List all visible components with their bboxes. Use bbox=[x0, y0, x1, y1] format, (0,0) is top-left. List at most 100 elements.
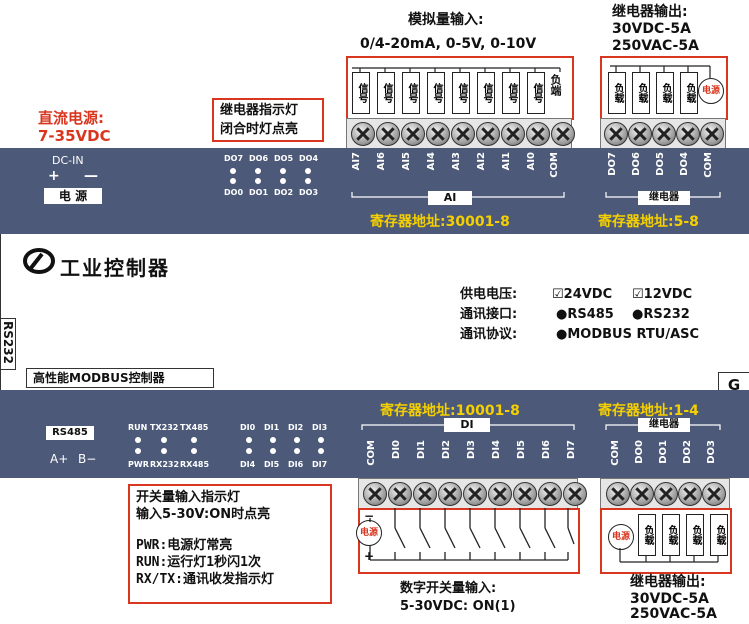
ai-terminal-screw[interactable] bbox=[351, 122, 375, 146]
relay-top-terminal-screw[interactable] bbox=[628, 122, 652, 146]
ai-channel-label: AI0 bbox=[526, 152, 537, 171]
relay-top-terminal-screw[interactable] bbox=[652, 122, 676, 146]
relay-bottom-terminal-screw[interactable] bbox=[630, 482, 654, 506]
status-label-rx232: RX232 bbox=[150, 460, 180, 469]
relay-top-terminal-screw[interactable] bbox=[676, 122, 700, 146]
relay-top-power-source: 电源 bbox=[698, 78, 724, 104]
di-channel-label: DI6 bbox=[541, 440, 552, 459]
comm-option-rs485: ●RS485 bbox=[556, 307, 614, 322]
led-di6 bbox=[294, 448, 300, 454]
led-di0 bbox=[246, 437, 252, 443]
ai-channel-label: AI2 bbox=[476, 152, 487, 171]
load-do7: 负载 bbox=[608, 72, 626, 114]
load-do1: 负载 bbox=[662, 514, 680, 556]
run-note: RUN:运行灯1秒闪1次 bbox=[136, 555, 261, 570]
relay-bottom-terminal-screw[interactable] bbox=[606, 482, 630, 506]
status-label-tx485: TX485 bbox=[180, 423, 209, 432]
signal-source-ai7: 信号 bbox=[352, 72, 370, 114]
signal-source-ai6: 信号 bbox=[377, 72, 395, 114]
status-note-box: 开关量输入指示灯 输入5-30V:ON时点亮 PWR:电源灯常亮 RUN:运行灯… bbox=[128, 484, 332, 604]
ai-terminal-screw[interactable] bbox=[476, 122, 500, 146]
ai-terminal-screw[interactable] bbox=[426, 122, 450, 146]
supply-option-12v-text: 12VDC bbox=[643, 287, 693, 302]
ai-terminal-screw[interactable] bbox=[501, 122, 525, 146]
relay-out-title-bottom: 继电器输出: bbox=[630, 574, 706, 590]
relay-out-spec2-top: 250VAC-5A bbox=[612, 38, 699, 54]
di-terminal-screw[interactable] bbox=[438, 482, 462, 506]
ai-terminal-screw[interactable] bbox=[551, 122, 575, 146]
led-label-do7: DO7 bbox=[224, 154, 244, 163]
ai-channel-label: AI1 bbox=[501, 152, 512, 171]
di-terminal-screw[interactable] bbox=[563, 482, 587, 506]
di-input-title: 数字开关量输入: bbox=[400, 581, 497, 596]
middle-band bbox=[0, 234, 749, 390]
ai-channel-label: AI6 bbox=[376, 152, 387, 171]
led-label-di0: DI0 bbox=[240, 423, 256, 432]
relay-out-spec2-bottom: 250VAC-5A bbox=[630, 606, 717, 622]
do-lower-channel-label: DO1 bbox=[658, 440, 669, 464]
ai-terminal-screw[interactable] bbox=[526, 122, 550, 146]
led-label-di2: DI2 bbox=[288, 423, 304, 432]
signal-source-ai0: 信号 bbox=[527, 72, 545, 114]
di-terminal-screw[interactable] bbox=[488, 482, 512, 506]
led-di7 bbox=[318, 448, 324, 454]
protocol-label: 通讯协议: bbox=[460, 327, 518, 342]
ai-channel-label: AI3 bbox=[451, 152, 462, 171]
di-input-range: 5-30VDC: ON(1) bbox=[400, 599, 516, 614]
ai-register: 寄存器地址:30001-8 bbox=[370, 214, 510, 230]
di-terminal-screw[interactable] bbox=[413, 482, 437, 506]
neg-terminal-label: 负端 bbox=[549, 74, 562, 96]
supply-label: 供电电压: bbox=[460, 287, 518, 302]
rs232-port-label: RS232 bbox=[1, 321, 15, 364]
rs485-b-minus: B− bbox=[78, 452, 97, 466]
led-label-di3: DI3 bbox=[312, 423, 328, 432]
do-lower-channel-label: DO3 bbox=[706, 440, 717, 464]
relay-top-terminal-screw[interactable] bbox=[700, 122, 724, 146]
di-channel-label: DI4 bbox=[491, 440, 502, 459]
di-channel-label: DI2 bbox=[441, 440, 452, 459]
led-label-do1: DO1 bbox=[249, 188, 269, 197]
di-power-plus: + bbox=[364, 549, 375, 563]
led-di5 bbox=[270, 448, 276, 454]
do-lower-group-label: 继电器 bbox=[638, 418, 690, 432]
dc-in-label: DC-IN bbox=[52, 154, 84, 167]
relay-led-note-box: 继电器指示灯 闭合时灯点亮 bbox=[212, 98, 324, 142]
di-terminal-screw[interactable] bbox=[363, 482, 387, 506]
ai-group-label: AI bbox=[428, 191, 472, 205]
led-label-do4: DO4 bbox=[299, 154, 319, 163]
rs485-box: RS485 bbox=[46, 426, 94, 440]
relay-top-terminal-screw[interactable] bbox=[604, 122, 628, 146]
di-terminal-screw[interactable] bbox=[538, 482, 562, 506]
rs232-port: RS232 bbox=[0, 318, 16, 370]
led-label-di7: DI7 bbox=[312, 460, 328, 469]
led-do1 bbox=[255, 178, 261, 184]
led-label-do2: DO2 bbox=[274, 188, 294, 197]
ai-terminal-screw[interactable] bbox=[376, 122, 400, 146]
comm-option-rs232-text: RS232 bbox=[643, 307, 690, 322]
do-upper-register: 寄存器地址:5-8 bbox=[598, 214, 699, 230]
led-pwr bbox=[135, 448, 141, 454]
led-tx232 bbox=[161, 437, 167, 443]
dc-plus: + bbox=[48, 168, 60, 184]
ai-channel-label: AI5 bbox=[401, 152, 412, 171]
di-led-note-line: 输入5-30V:ON时点亮 bbox=[136, 507, 271, 522]
lower-panel bbox=[0, 390, 749, 478]
di-terminal-screw[interactable] bbox=[463, 482, 487, 506]
relay-bottom-wiring-lines bbox=[619, 548, 719, 563]
led-do4 bbox=[305, 168, 311, 174]
di-terminal-screw[interactable] bbox=[388, 482, 412, 506]
ai-terminal-screw[interactable] bbox=[401, 122, 425, 146]
led-di3 bbox=[318, 437, 324, 443]
led-label-di1: DI1 bbox=[264, 423, 280, 432]
led-label-di4: DI4 bbox=[240, 460, 256, 469]
relay-bottom-terminal-screw[interactable] bbox=[654, 482, 678, 506]
relay-bottom-terminal-screw[interactable] bbox=[702, 482, 726, 506]
relay-bottom-terminal-screw[interactable] bbox=[678, 482, 702, 506]
di-terminal-screw[interactable] bbox=[513, 482, 537, 506]
relay-top-wiring-lines bbox=[610, 65, 711, 78]
signal-source-ai3: 信号 bbox=[452, 72, 470, 114]
ai-terminal-screw[interactable] bbox=[451, 122, 475, 146]
status-label-run: RUN bbox=[128, 423, 148, 432]
load-do0: 负载 bbox=[638, 514, 656, 556]
led-di2 bbox=[294, 437, 300, 443]
